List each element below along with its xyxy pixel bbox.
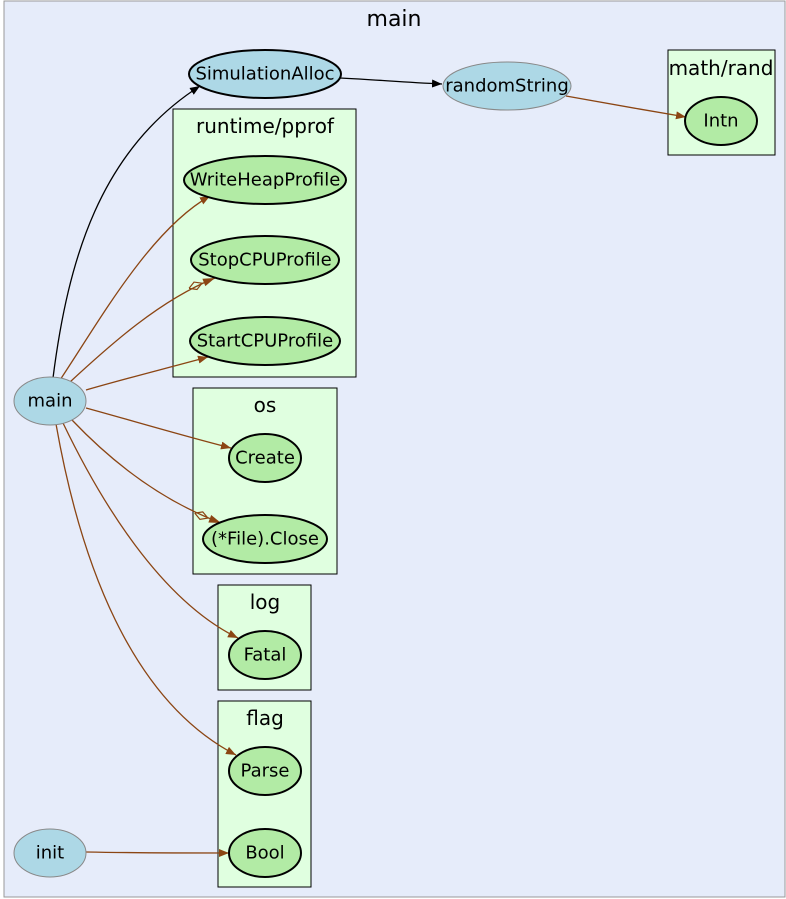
- node-intn-label: Intn: [703, 111, 738, 132]
- node-init-label: init: [36, 843, 64, 864]
- node-randomstring-label: randomString: [445, 76, 569, 97]
- node-intn[interactable]: Intn: [684, 96, 758, 146]
- main-package-cluster: [3, 0, 786, 898]
- node-startcpuprofile-label: StartCPUProfile: [197, 331, 334, 352]
- edges: [52, 77, 687, 857]
- node-randomstring[interactable]: randomString: [442, 61, 572, 111]
- nodes: SimulationAlloc randomString main init I…: [13, 49, 758, 878]
- edge-main-to-parse: [55, 423, 237, 756]
- node-bool[interactable]: Bool: [228, 828, 302, 878]
- edge-main-to-fileclose: [71, 419, 222, 524]
- node-fileclose-label: (*File).Close: [211, 529, 319, 550]
- node-writeheapprofile[interactable]: WriteHeapProfile: [183, 155, 347, 205]
- node-main[interactable]: main: [13, 376, 87, 426]
- node-fatal-label: Fatal: [244, 645, 287, 666]
- node-writeheapprofile-label: WriteHeapProfile: [190, 170, 341, 191]
- node-create-label: Create: [235, 448, 295, 469]
- cluster-os-label: os: [254, 393, 277, 417]
- main-package-title: main: [367, 7, 422, 32]
- edge-init-to-bool: [85, 848, 230, 857]
- node-create[interactable]: Create: [228, 433, 302, 483]
- node-parse[interactable]: Parse: [228, 746, 302, 796]
- cluster-math-rand-label: math/rand: [669, 56, 774, 80]
- node-simulationalloc-label: SimulationAlloc: [195, 64, 334, 85]
- edge-main-to-simulationalloc: [52, 85, 201, 379]
- node-stopcpuprofile[interactable]: StopCPUProfile: [190, 235, 340, 285]
- edge-randomstring-to-intn: [565, 95, 687, 120]
- node-stopcpuprofile-label: StopCPUProfile: [198, 250, 332, 271]
- node-simulationalloc[interactable]: SimulationAlloc: [188, 49, 342, 99]
- cluster-log-label: log: [250, 590, 281, 614]
- node-main-label: main: [28, 391, 73, 412]
- cluster-runtime-pprof-label: runtime/pprof: [196, 114, 335, 138]
- edge-main-to-writeheapprofile: [59, 195, 211, 381]
- node-bool-label: Bool: [245, 843, 284, 864]
- edge-main-to-stopcpuprofile: [69, 277, 216, 383]
- cluster-flag-label: flag: [246, 706, 284, 730]
- edge-main-to-create: [85, 407, 232, 450]
- node-init[interactable]: init: [13, 828, 87, 878]
- node-fatal[interactable]: Fatal: [228, 630, 302, 680]
- edge-main-to-startcpuprofile: [85, 355, 209, 391]
- node-parse-label: Parse: [241, 761, 290, 782]
- node-startcpuprofile[interactable]: StartCPUProfile: [189, 316, 341, 366]
- edge-simulationalloc-to-randomstring: [339, 77, 443, 88]
- node-fileclose[interactable]: (*File).Close: [202, 514, 328, 564]
- edge-main-to-fatal: [62, 422, 239, 639]
